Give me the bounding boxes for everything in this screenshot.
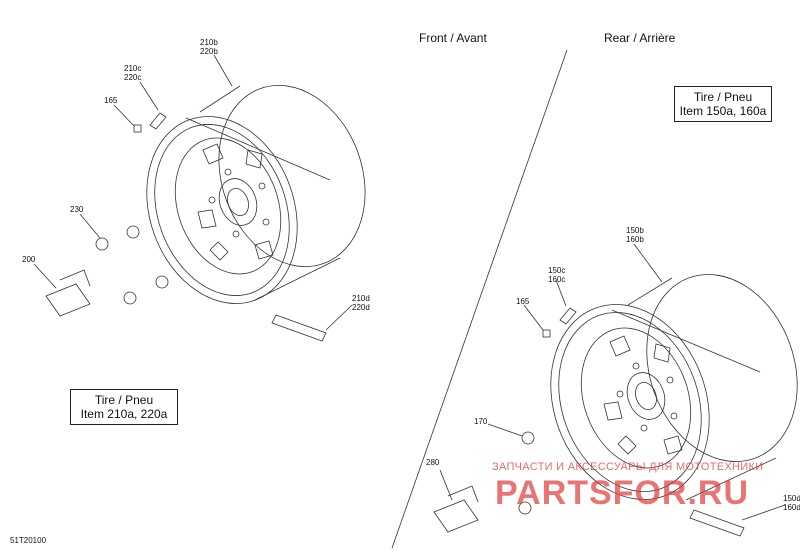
front-weight	[271, 314, 327, 342]
front-wheel	[33, 54, 366, 342]
front-lug-nut	[95, 237, 109, 251]
rear-callout-valve-cap: 165	[516, 297, 530, 306]
watermark-logo: PARTSFOR.RU	[495, 474, 750, 512]
rear-callout-valve: 150c 160c	[548, 266, 566, 284]
rear-callout-nut: 170	[474, 417, 488, 426]
rear-callout-weight: 150d 160d	[783, 494, 800, 512]
rear-rim-front	[550, 304, 710, 500]
front-header: Front / Avant	[419, 31, 487, 45]
front-callout-nut: 230	[70, 205, 84, 214]
rear-hub	[626, 372, 666, 420]
front-tire-box-line1: Tire / Pneu	[94, 393, 154, 407]
front-callout-hub-cap: 200	[22, 255, 36, 264]
front-callout-valve: 210c 220c	[124, 64, 142, 82]
front-callout-valve-cap: 165	[104, 96, 118, 105]
front-hub-cap	[45, 283, 91, 317]
watermark-tagline: ЗАПЧАСТИ И АКСЕССУАРЫ ДЛЯ МОТОТЕХНИКИ	[492, 461, 764, 473]
front-rim-back	[218, 84, 366, 268]
front-tire-box-line2: Item 210a, 220a	[80, 407, 168, 421]
rear-tire-box-line2: Item 150a, 160a	[679, 104, 767, 118]
rear-tire-box: Tire / Pneu Item 150a, 160a	[674, 86, 772, 122]
rear-callout-rim: 150b 160b	[626, 226, 644, 244]
divider-line	[391, 49, 568, 549]
rear-valve	[559, 307, 577, 325]
front-tire-box: Tire / Pneu Item 210a, 220a	[70, 389, 178, 425]
front-rim-front	[146, 116, 298, 304]
rear-weight	[689, 509, 745, 537]
front-callout-weight: 210d 220d	[352, 294, 370, 312]
rear-hub-cap	[433, 499, 479, 533]
rear-header: Rear / Arrière	[604, 31, 676, 45]
rear-lug-nut	[521, 431, 535, 445]
rear-rim-back	[646, 274, 798, 462]
rear-tire-box-line1: Tire / Pneu	[693, 90, 753, 104]
drawing-code: 51T20100	[10, 536, 47, 545]
front-callout-rim: 210b 220b	[200, 38, 218, 56]
rear-wheel	[433, 243, 798, 537]
front-valve	[149, 112, 167, 130]
rear-callout-hub-cap: 280	[426, 458, 440, 467]
front-hub	[218, 178, 258, 226]
